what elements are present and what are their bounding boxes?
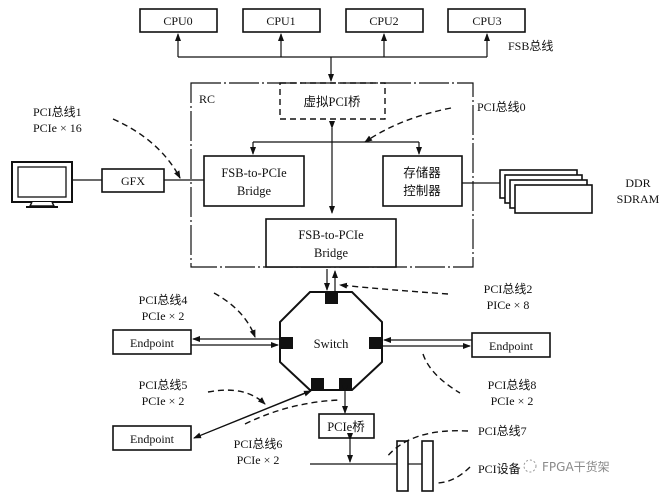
endpoint-left-label: Endpoint	[130, 336, 175, 350]
pci-bus-0-lines	[250, 121, 422, 214]
left-bridge-line2: Bridge	[237, 184, 271, 198]
pci-bus-8-pointer	[422, 353, 461, 394]
fsb-bus-label: FSB总线	[508, 39, 553, 53]
pci-bus-7	[310, 440, 434, 492]
pci-device-label: PCI设备	[478, 462, 521, 476]
pci-device-pointer	[437, 466, 471, 484]
fsb-to-pcie-bridge-left: FSB-to-PCIe Bridge	[203, 155, 305, 207]
gfx-label: GFX	[121, 174, 145, 188]
pci-bus-1-pointer	[112, 118, 181, 179]
virtual-pci-bridge: 虚拟PCI桥	[279, 82, 386, 120]
bottom-bridge-line1: FSB-to-PCIe	[298, 228, 364, 242]
pci-bus-4-label-line2: PCIe × 2	[142, 309, 185, 323]
pcie-bridge-box: PCIe桥	[318, 385, 375, 463]
pci-bus-7-pointer	[385, 430, 469, 459]
switch-label: Switch	[314, 337, 349, 351]
cpu-3-box: CPU3	[447, 8, 526, 33]
pci-bus-5-label-line2: PCIe × 2	[142, 394, 185, 408]
pcie-bridge-label: PCIe桥	[327, 420, 365, 434]
pci-bus-6-label-line1: PCI总线6	[234, 437, 283, 451]
endpoint-right-label: Endpoint	[489, 339, 534, 353]
pci-bus-0-label: PCI总线0	[477, 100, 526, 114]
pci-bus-8-label-line1: PCI总线8	[488, 378, 537, 392]
switch-port-left	[280, 337, 293, 349]
left-bridge-line1: FSB-to-PCIe	[221, 166, 287, 180]
pci-bus-5-pointer	[207, 389, 266, 405]
pci-device-card-2	[421, 440, 434, 492]
cpu-1-box: CPU1	[242, 8, 321, 33]
pcie-switch: Switch	[279, 291, 383, 391]
pci-bus-5-label-line1: PCI总线5	[139, 378, 188, 392]
cpu-0-box: CPU0	[139, 8, 218, 33]
fsb-to-pcie-bridge-bottom: FSB-to-PCIe Bridge	[265, 218, 397, 268]
watermark: FPGA干货架	[523, 459, 610, 474]
endpoint-bottom-label: Endpoint	[130, 432, 175, 446]
pci-bus-4-pointer	[213, 292, 256, 338]
cpu-1-label: CPU1	[266, 14, 295, 28]
pci-bus-1-label-line1: PCI总线1	[33, 105, 82, 119]
pci-bus-7-label: PCI总线7	[478, 424, 527, 438]
wechat-icon	[523, 459, 537, 473]
pci-bus-2-label-line1: PCI总线2	[484, 282, 533, 296]
cpu-0-label: CPU0	[163, 14, 192, 28]
cpu-row: CPU0 CPU1 CPU2 CPU3	[139, 8, 526, 33]
cpu-2-box: CPU2	[345, 8, 424, 33]
switch-port-right	[369, 337, 382, 349]
monitor-icon	[11, 161, 73, 208]
pci-bus-4-label-line1: PCI总线4	[139, 293, 188, 307]
virtual-pci-bridge-label: 虚拟PCI桥	[304, 95, 361, 109]
cpu-3-label: CPU3	[472, 14, 501, 28]
pci-device-card-1	[396, 440, 409, 492]
pci-bus-2-label-line2: PICe × 8	[487, 298, 530, 312]
memory-controller-line2: 控制器	[403, 184, 441, 198]
switch-port-up	[325, 292, 338, 304]
endpoint-left: Endpoint	[112, 329, 280, 355]
memory-controller-line1: 存储器	[403, 165, 441, 180]
ddr-label-line1: DDR	[625, 176, 650, 190]
gfx-box: GFX	[101, 168, 165, 193]
endpoint-bottom: Endpoint	[112, 389, 313, 451]
watermark-text: FPGA干货架	[542, 459, 610, 474]
cpu-2-label: CPU2	[369, 14, 398, 28]
pci-bus-1-label-line2: PCIe × 16	[33, 121, 82, 135]
switch-port-down-left	[311, 378, 324, 390]
fsb-bus: FSB总线	[175, 33, 553, 82]
ddr-label-line2: SDRAM	[617, 192, 660, 206]
pci-bus-0-pointer	[364, 107, 452, 143]
endpoint-right: Endpoint	[382, 332, 551, 358]
bottom-bridge-line2: Bridge	[314, 246, 348, 260]
rc-label: RC	[199, 92, 215, 106]
pci-bus-2-pointer	[339, 282, 449, 295]
switch-port-down-right	[339, 378, 352, 390]
pci-bus-8-label-line2: PCIe × 2	[491, 394, 534, 408]
memory-controller: 存储器 控制器	[382, 155, 463, 207]
pci-bus-6-label-line2: PCIe × 2	[237, 453, 280, 467]
rc-switch-link	[324, 269, 338, 292]
ddr-sdram-modules: DDR SDRAM	[462, 169, 660, 214]
